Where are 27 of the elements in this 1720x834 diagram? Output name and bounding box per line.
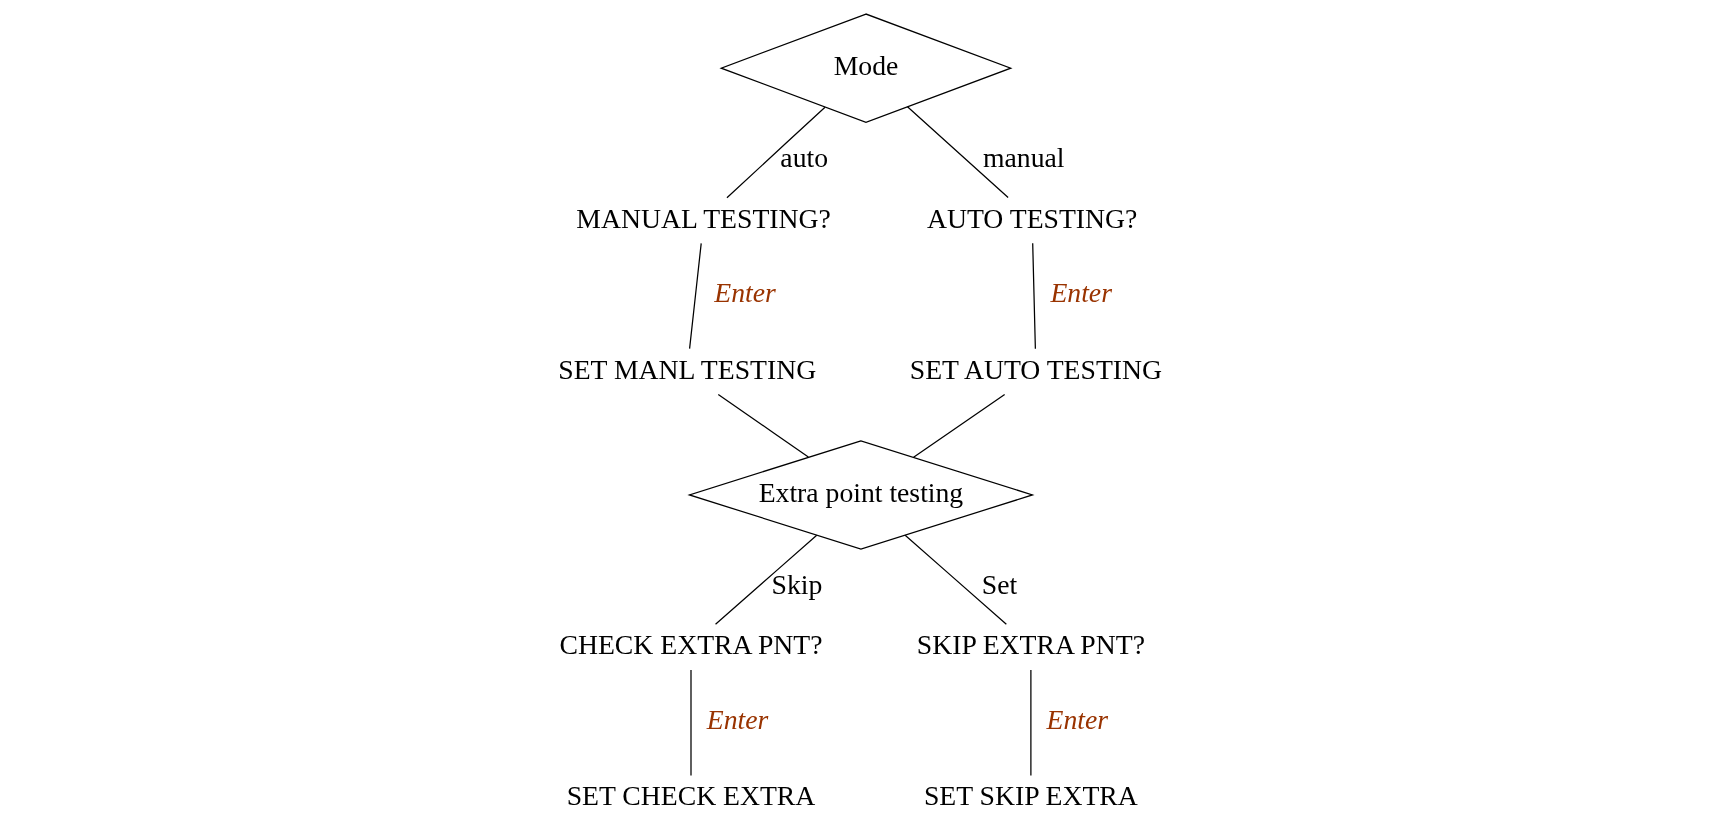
node-text: AUTO TESTING? [926, 202, 1138, 234]
connector [904, 534, 1007, 625]
node-text: SET CHECK EXTRA [566, 779, 816, 811]
node-diamond: Mode [719, 12, 1013, 123]
connector [1030, 668, 1032, 776]
edge-label: Enter [1050, 276, 1112, 308]
node-text: SET SKIP EXTRA [923, 779, 1138, 811]
edge-label: auto [780, 141, 829, 173]
node-text: SET AUTO TESTING [909, 353, 1163, 385]
edge-label: Enter [706, 703, 769, 735]
edge-label: Skip [771, 568, 823, 600]
node-diamond: Extra point testing [687, 439, 1035, 550]
edge-label: Set [981, 568, 1018, 600]
node-text: MANUAL TESTING? [576, 202, 831, 234]
node-text: SET MANL TESTING [558, 353, 817, 385]
node-text: SKIP EXTRA PNT? [916, 628, 1145, 660]
connector [714, 534, 818, 625]
node-text: CHECK EXTRA PNT? [559, 628, 823, 660]
edge-label: Enter [1046, 703, 1109, 735]
edge-label: manual [983, 141, 1065, 173]
connector [717, 393, 809, 458]
connector [688, 242, 702, 349]
connector [906, 105, 1009, 198]
connector [912, 393, 1006, 458]
connector [726, 106, 826, 198]
edge-label: Enter [714, 276, 776, 308]
connector [1032, 242, 1036, 349]
